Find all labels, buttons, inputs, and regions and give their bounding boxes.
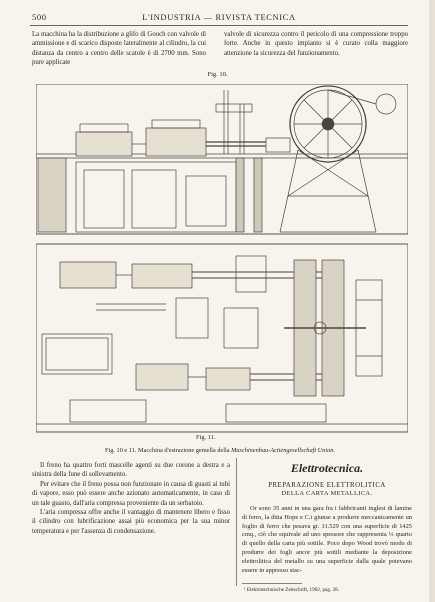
bottom-left-column: Il freno ha quattro forti mascelle agent… <box>32 461 230 536</box>
footnote: ¹ Elektrotechnische Zeitschrift, 1902, p… <box>244 587 340 593</box>
article-body: Or sono 35 anni in una gara fra i fabbri… <box>242 505 412 574</box>
top-left-paragraph: La macchina ha la distribuzione a glifo … <box>32 31 206 67</box>
header-rule <box>30 25 408 26</box>
paragraph-brake: Il freno ha quattro forti mascelle agent… <box>32 462 230 479</box>
fig10-label: Fig. 10. <box>207 71 228 78</box>
figure-caption: Fig. 10 e 11. Macchina d'estrazione geme… <box>30 447 410 454</box>
top-right-column: valvole di sicurezza contro il pericolo … <box>224 30 408 58</box>
figure-caption-text: Fig. 10 e 11. Macchina d'estrazione geme… <box>105 447 230 454</box>
top-right-paragraph: valvole di sicurezza contro il pericolo … <box>224 31 408 57</box>
fig11-label: Fig. 11. <box>196 434 216 441</box>
page-header: 500 L'INDUSTRIA — RIVISTA TECNICA <box>28 12 410 26</box>
article-title: PREPARAZIONE ELETTROLITICA <box>268 482 386 489</box>
page-number: 500 <box>32 12 47 22</box>
section-title: Elettrotecnica. <box>290 461 364 475</box>
top-left-column: La macchina ha la distribuzione a glifo … <box>32 30 206 68</box>
article-subtitle: DELLA CARTA METALLICA. <box>281 490 373 497</box>
paragraph-compressed-air: Per evitare che il freno possa non funzi… <box>32 480 230 507</box>
engine-technical-drawing <box>36 84 408 433</box>
figure-caption-company: Maschinenbau-Actiengesellschaft Union. <box>231 447 335 454</box>
column-divider <box>236 458 237 586</box>
footnote-rule <box>242 583 302 584</box>
journal-title: L'INDUSTRIA — RIVISTA TECNICA <box>142 12 296 22</box>
paragraph-advantage: L'aria compressa offre anche il vantaggi… <box>32 509 230 535</box>
page-edge-shadow <box>429 0 435 602</box>
article-body-column: Or sono 35 anni in una gara fra i fabbri… <box>242 505 412 575</box>
